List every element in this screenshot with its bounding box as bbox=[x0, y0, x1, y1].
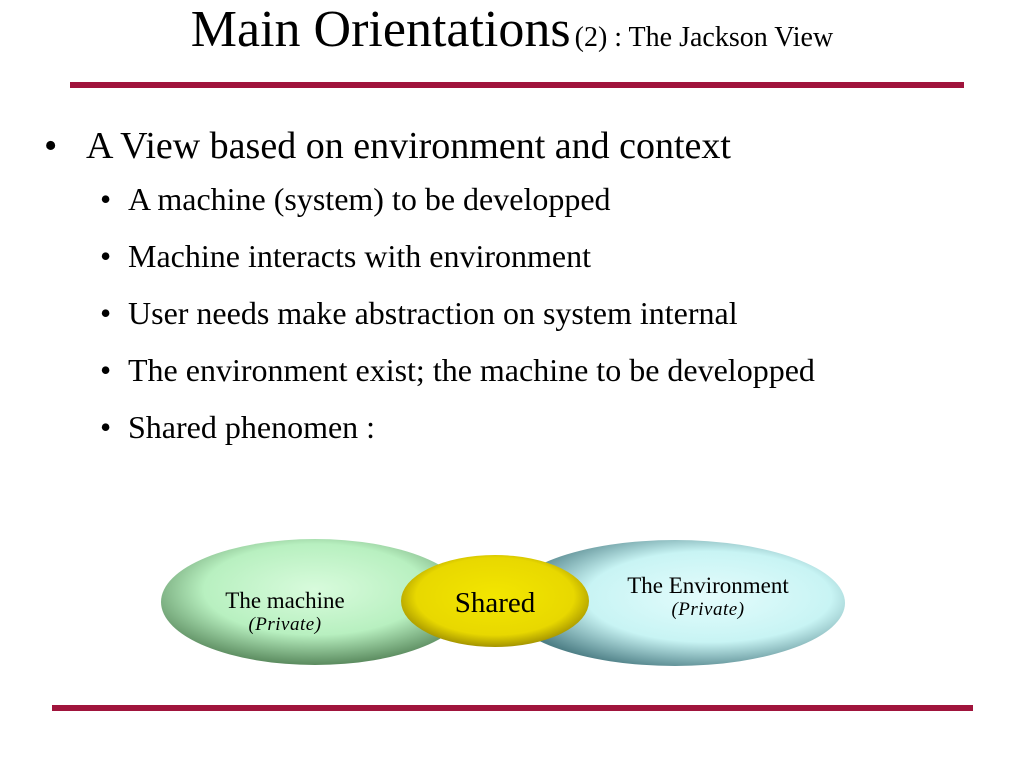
environment-name: The Environment bbox=[627, 573, 789, 598]
bullet-text: A machine (system) to be developped bbox=[128, 181, 611, 217]
shared-label: Shared bbox=[454, 587, 536, 619]
bullet-text: A View based on environment and context bbox=[86, 125, 731, 167]
title-main: Main Orientations bbox=[190, 1, 571, 58]
venn-diagram: The machine (Private) The Environment (P… bbox=[160, 535, 850, 670]
bullet-text: Machine interacts with environment bbox=[128, 238, 591, 274]
bullet-dot: • bbox=[44, 125, 58, 167]
slide-title: Main Orientations (2) : The Jackson View bbox=[0, 4, 1024, 56]
bullet-dot: • bbox=[100, 295, 112, 331]
bullet-dot: • bbox=[100, 352, 112, 388]
bullet-dot: • bbox=[100, 409, 112, 445]
sub-bullet-environment: • The environment exist; the machine to … bbox=[44, 347, 964, 393]
machine-label: The machine (Private) bbox=[190, 588, 380, 636]
title-subtitle: (2) : The Jackson View bbox=[574, 22, 834, 53]
sub-bullet-machine: • A machine (system) to be developped bbox=[44, 176, 964, 222]
sub-bullet-interacts: • Machine interacts with environment bbox=[44, 233, 964, 279]
sub-bullet-user-needs: • User needs make abstraction on system … bbox=[44, 290, 964, 336]
sub-bullet-shared: • Shared phenomen : bbox=[44, 404, 964, 450]
bullet-text: User needs make abstraction on system in… bbox=[128, 295, 738, 331]
machine-name: The machine bbox=[225, 588, 345, 613]
environment-private: (Private) bbox=[671, 599, 745, 621]
bullet-dot: • bbox=[100, 238, 112, 274]
machine-private: (Private) bbox=[248, 614, 322, 636]
venn-shapes bbox=[161, 539, 845, 666]
bullet-level1: • A View based on environment and contex… bbox=[44, 122, 964, 170]
bullet-list: • A View based on environment and contex… bbox=[44, 122, 964, 461]
environment-ellipse bbox=[505, 540, 845, 666]
bullet-text: Shared phenomen : bbox=[128, 409, 376, 445]
machine-ellipse bbox=[161, 539, 469, 665]
bottom-divider bbox=[52, 705, 973, 711]
bullet-dot: • bbox=[100, 181, 112, 217]
bullet-text: The environment exist; the machine to be… bbox=[128, 352, 815, 388]
shared-ellipse bbox=[401, 555, 589, 647]
environment-label: The Environment (Private) bbox=[602, 573, 814, 621]
top-divider bbox=[70, 82, 964, 88]
